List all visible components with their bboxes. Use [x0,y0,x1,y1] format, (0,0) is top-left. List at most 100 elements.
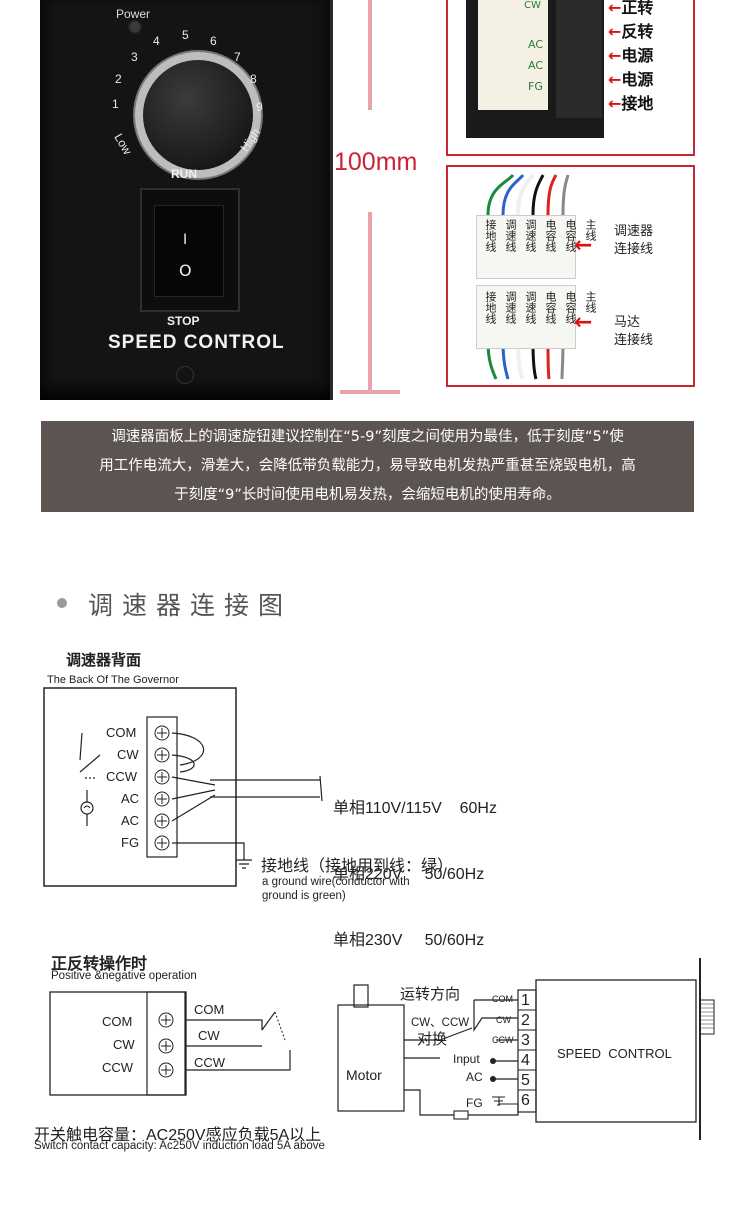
dial-number-2: 2 [115,72,122,86]
terminal-item-forward: ←正转 [608,0,654,17]
ground-wire-en-1: a ground wire(conductor with [262,876,410,888]
terminal-fg-label: FG [528,80,543,93]
terminal-fg-label: FG [121,835,140,850]
upper-wire-labels: 接地线 调速线 调速线 电容线 电容线 主线 [482,219,598,252]
dial-number-7: 7 [234,50,241,64]
direction-label: 运转方向 [400,986,461,1003]
op-left-ccw-label: CCW [102,1060,134,1075]
upper-wire-label: 调速线 [504,219,517,252]
power-spec-220: 单相220V 50/60Hz [333,866,485,883]
dimension-tick [340,390,400,394]
dimension-line-bottom [368,212,372,392]
box-number: 3 [521,1032,530,1049]
terminal-item-power-2: ←电源 [608,70,654,89]
input-ac-label: AC [466,1070,483,1084]
upper-wire-label: 调速线 [524,219,537,252]
dial-number-3: 3 [131,50,138,64]
box-com-label: COM [492,994,513,1004]
capacity-en: Switch contact capacity: Ac250V inductio… [34,1140,325,1152]
op-right-com-label: COM [194,1002,225,1017]
upper-connector [476,215,576,279]
lower-wire-label: 电容线 [564,291,577,324]
terminal-cw-label: CW [117,747,139,762]
power-spec-110: 单相110V/115V 60Hz [333,800,497,817]
upper-wire-label: 接地线 [484,219,497,252]
box-terminal-numbers: 1 2 3 4 5 6 [521,991,530,1111]
dial-number-9: 9 [256,100,263,114]
lower-wire-labels: 接地线 调速线 调速线 电容线 电容线 主线 [482,291,598,324]
terminal-ac2-label: AC [528,59,544,72]
capacity-cn: 开关触电容量：AC250V感应负载5A以上 [34,1127,322,1144]
terminal-item-reverse: ←反转 [608,22,654,41]
terminal-item-power-1: ←电源 [608,46,654,65]
op-right-cw-label: CW [198,1028,220,1043]
terminal-item-ground: ←接地 [608,94,654,113]
note-line: 调速器面板上的调速旋钮建议控制在“5-9”刻度之间使用为最佳，低于刻度“5”使 [111,429,624,445]
section-title: 调速器连接图 [88,591,293,620]
box-ccw-label: CCW [492,1035,514,1045]
box-number: 6 [521,1092,530,1109]
box-number: 5 [521,1072,530,1089]
swap-label-1: CW、CCW [411,1017,470,1029]
lower-wire-label: 调速线 [524,291,537,324]
lower-arrow-icon: ← [574,310,593,335]
usage-note-banner: 调速器面板上的调速旋钮建议控制在“5-9”刻度之间使用为最佳，低于刻度“5”使 … [41,421,694,512]
upper-wire-label: 电容线 [564,219,577,252]
wiring-title-en: The Back Of The Governor [47,674,179,686]
operation-title-en: Positive &negative operation [51,970,197,982]
lower-wire-label: 调速线 [504,291,517,324]
dial-number-5: 5 [182,28,189,42]
terminal-photo-box: CW AC AC FG ←正转 ←反转 ←电源 ←电源 ←接地 [446,0,695,156]
box-number: 1 [521,992,530,1009]
swap-label-2: 对换 [417,1031,448,1048]
screw-icon [176,366,194,384]
motor-label: Motor [346,1067,382,1083]
lower-wire-label: 主线 [584,291,597,313]
terminal-ac2-label: AC [121,813,140,828]
wiring-title-cn: 调速器背面 [66,652,142,669]
stop-label: STOP [167,314,200,328]
dimension-line-top [368,0,372,110]
dial-number-8: 8 [250,72,257,86]
dial-number-6: 6 [210,34,217,48]
dimension-label: 100mm [334,148,418,177]
dial-number-4: 4 [153,34,160,48]
box-number: 2 [521,1012,530,1029]
power-switch[interactable] [154,205,224,297]
governor-cable-label: 调速器 连接线 [614,224,654,257]
lower-wire-label: 接地线 [484,291,497,324]
terminal-com-label: COM [106,725,137,740]
power-led-icon [130,22,140,32]
operation-title-cn: 正反转操作时 [51,956,148,973]
run-label: RUN [171,167,197,181]
speed-control-box-label: SPEED CONTROL [557,1046,672,1061]
speed-controller-photo: Power 1 2 3 4 5 6 7 8 9 Low High RUN I O… [40,0,333,400]
speed-dial-knob[interactable] [143,60,253,170]
lower-connector [476,285,576,349]
switch-on-mark: I [183,232,188,248]
input-label: Input [453,1052,480,1066]
terminal-ac1-label: AC [528,38,544,51]
terminal-cw-label: CW [524,0,541,11]
terminal-screws [556,0,602,118]
ground-wire-en-2: ground is green) [262,890,346,902]
input-fg-label: FG [466,1096,483,1110]
terminal-list: ←正转 ←反转 ←电源 ←电源 ←接地 [608,0,653,114]
section-bullet-icon [57,598,67,608]
note-line: 用工作电流大，滑差大，会降低带负载能力，易导致电机发热严重甚至烧毁电机，高 [99,458,636,474]
terminal-ccw-label: CCW [106,769,138,784]
box-cw-label: CW [496,1015,511,1025]
switch-off-mark: O [179,261,192,280]
power-spec-list: 单相110V/115V 60Hz 单相220V 50/60Hz 单相230V 5… [333,754,497,974]
op-left-cw-label: CW [113,1037,135,1052]
motor-cable-label: 马达 连接线 [614,315,654,348]
op-left-com-label: COM [102,1014,133,1029]
upper-arrow-icon: ← [574,233,593,258]
upper-wire-label: 电容线 [544,219,557,252]
speed-control-brand: SPEED CONTROL [108,332,285,353]
box-number: 4 [521,1052,530,1069]
note-line: 于刻度“9”长时间使用电机易发热，会缩短电机的使用寿命。 [174,487,561,503]
terminal-label-sticker [478,0,548,110]
power-label: Power [116,7,151,21]
